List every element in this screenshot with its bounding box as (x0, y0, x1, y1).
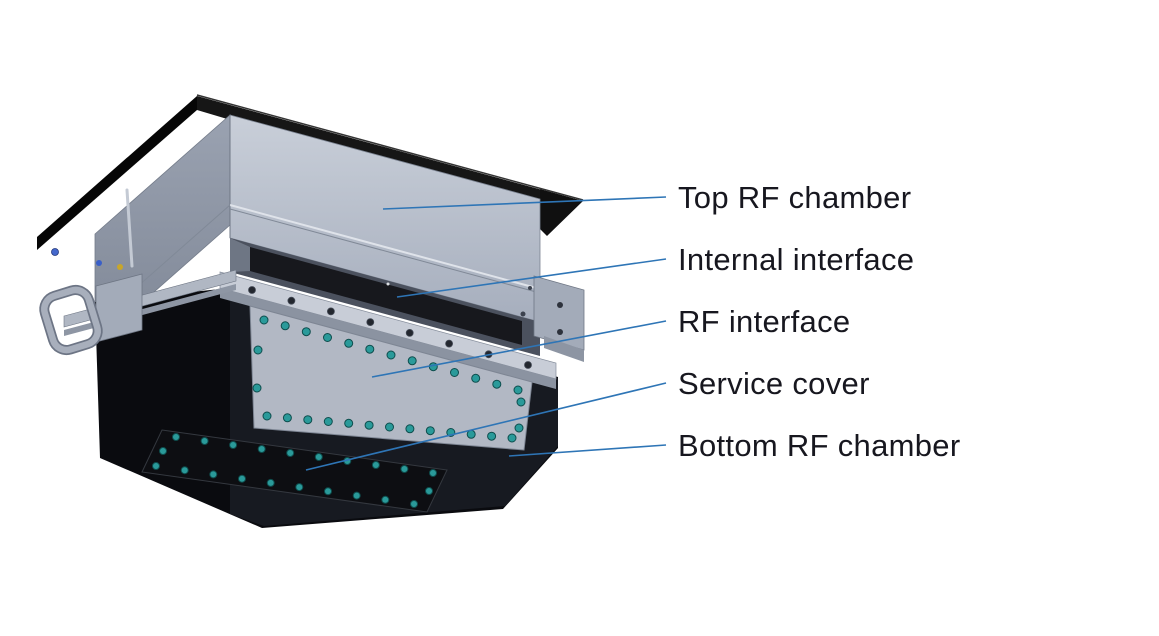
antenna-rod (125, 188, 134, 268)
service-cover-screw-left (159, 447, 167, 455)
leader-bottom-rf-chamber (508, 444, 667, 457)
leader-lines (305, 196, 667, 471)
top-chamber-seam-dark (229, 208, 541, 294)
service-cover-screw-row-bottom (152, 462, 418, 508)
service-cover-screw-row-top (172, 433, 437, 477)
right-bracket-bolt-1 (557, 302, 563, 308)
handle-assembly (39, 188, 237, 356)
plate-top-edge-highlight (196, 94, 584, 201)
label-rf-interface: RF interface (678, 304, 851, 339)
service-cover-panel (141, 429, 448, 513)
face-bolt-1 (520, 311, 526, 317)
internal-interface-slot (230, 238, 540, 356)
rf-panel-screw-row-bottom (262, 411, 517, 443)
leader-rf-interface (371, 320, 667, 378)
handle-loop (41, 286, 101, 354)
leader-service-cover (305, 382, 667, 471)
label-service-cover: Service cover (678, 366, 870, 401)
rf-panel-screw-row-top (259, 315, 523, 395)
handle-bracket-plate (95, 273, 143, 343)
face-details (520, 286, 532, 317)
face-bolt-2 (528, 286, 532, 290)
right-bracket (533, 275, 585, 362)
label-top-rf-chamber: Top RF chamber (678, 180, 912, 215)
slot-opening (250, 247, 522, 345)
rf-interface-panel (249, 305, 533, 451)
service-cover-screw-right (425, 487, 433, 495)
leader-top-rf-chamber (382, 196, 667, 210)
rf-panel-screw-col-left (252, 345, 263, 393)
plate-right-corner (540, 189, 583, 236)
service-cover-plate (141, 429, 448, 513)
slot-highlight-dot (386, 282, 390, 286)
mounting-plate (37, 94, 584, 256)
connector-dot-blue (96, 260, 102, 266)
plate-top-strip (197, 96, 583, 212)
right-bracket-plate (533, 275, 585, 351)
rf-panel-screw-col-right (514, 397, 526, 433)
label-bottom-rf-chamber: Bottom RF chamber (678, 428, 961, 463)
label-internal-interface: Internal interface (678, 242, 915, 277)
leader-internal-interface (396, 258, 667, 298)
connector-dot-gold (117, 264, 123, 270)
plate-left-wing (37, 96, 197, 250)
slot-left-wall (230, 238, 250, 272)
flange-front-edge (220, 288, 556, 389)
top-chamber-seam-light (229, 204, 541, 290)
plate-screw (51, 248, 59, 256)
right-bracket-bolt-2 (557, 329, 563, 335)
